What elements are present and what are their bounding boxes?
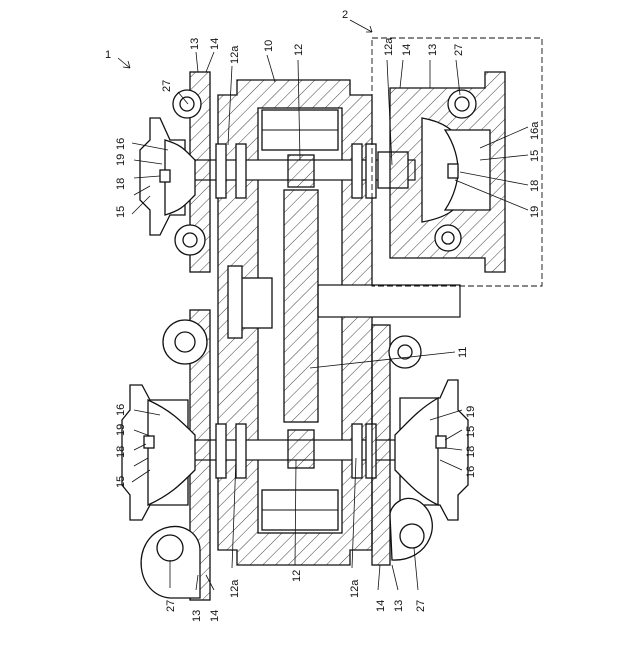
label-27-top-right: 27 (453, 44, 465, 56)
label-16a: 16a (529, 121, 541, 140)
label-12a-top-right: 12a (383, 37, 395, 56)
label-18-lower-right: 18 (465, 446, 477, 458)
label-19-upper-left: 19 (115, 154, 127, 166)
label-14-top-right: 14 (401, 44, 413, 56)
label-18-lower-left: 18 (115, 446, 127, 458)
label-15-lower-right: 15 (465, 426, 477, 438)
label-19-upper-right: 19 (529, 206, 541, 218)
label-19-lower-right: 19 (465, 406, 477, 418)
label-13-top-right: 13 (427, 44, 439, 56)
label-16-lower-left: 16 (115, 404, 127, 416)
label-15-upper-right: 15 (529, 150, 541, 162)
label-27-top-left: 27 (161, 80, 173, 92)
label-13-bottom-left: 13 (191, 610, 203, 622)
label-12a-bottom-right: 12a (349, 579, 361, 598)
label-18-upper-left: 18 (115, 178, 127, 190)
label-2: 2 (342, 9, 348, 21)
label-12-top: 12 (293, 44, 305, 56)
label-15-lower-left: 15 (115, 476, 127, 488)
label-19-lower-left: 19 (115, 424, 127, 436)
compressor-upper-right (372, 38, 542, 286)
label-10: 10 (263, 40, 275, 52)
label-12a-top-left: 12a (229, 45, 241, 64)
label-12a-bottom-left: 12a (229, 579, 241, 598)
label-12-bottom: 12 (291, 570, 303, 582)
label-11: 11 (457, 347, 469, 358)
label-14-bottom-left: 14 (209, 610, 221, 622)
label-1: 1 (105, 49, 111, 61)
label-27-bottom-left: 27 (165, 600, 177, 612)
label-16-upper-left: 16 (115, 138, 127, 150)
compressor-upper-left (140, 72, 210, 272)
compressor-lower-right (372, 325, 468, 565)
label-16-lower-right: 16 (465, 466, 477, 478)
label-14-bottom-right: 14 (375, 600, 387, 612)
label-18-upper-right: 18 (529, 180, 541, 192)
label-27-bottom-right: 27 (415, 600, 427, 612)
label-13-bottom-right: 13 (393, 600, 405, 612)
compressor-lower-left (122, 310, 210, 600)
label-14-top-left: 14 (209, 38, 221, 50)
label-15-upper-left: 15 (115, 206, 127, 218)
bull-gear (284, 190, 318, 422)
label-13-top-left: 13 (189, 38, 201, 50)
